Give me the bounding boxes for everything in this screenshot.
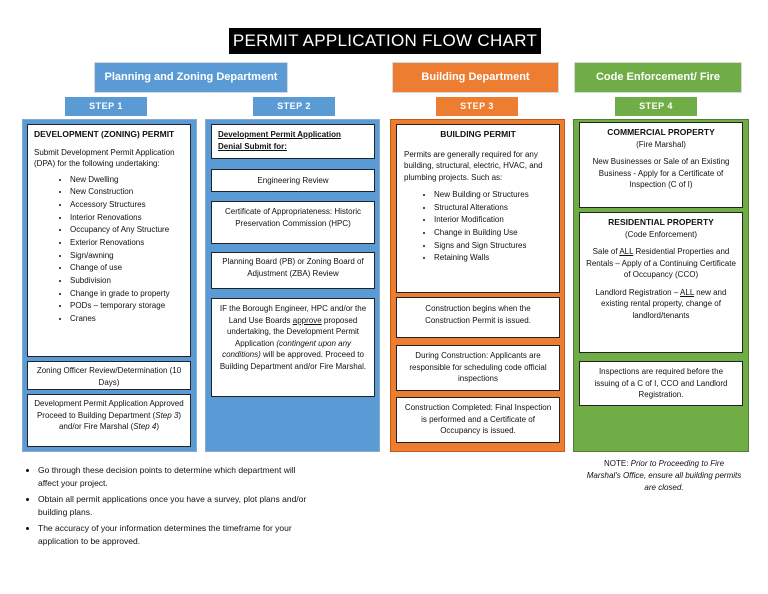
footer-bullet: The accuracy of your information determi… <box>38 522 308 548</box>
approve-word: approve <box>292 315 322 325</box>
list-item: Accessory Structures <box>70 199 184 211</box>
note-label: NOTE: <box>603 459 629 468</box>
list-item: Retaining Walls <box>434 252 552 264</box>
residential-property-box: RESIDENTIAL PROPERTY (Code Enforcement) … <box>579 212 743 353</box>
approved-text-3: ) <box>156 422 160 431</box>
list-item: Change in Building Use <box>434 227 552 239</box>
approved-text-2: ) and/or Fire Marshal ( <box>58 410 182 432</box>
list-item: Occupancy of Any Structure <box>70 224 184 236</box>
footer-notes: Go through these decision points to dete… <box>18 464 308 551</box>
denial-heading-line1: Development Permit Application <box>218 130 341 139</box>
approved-text-1: Development Permit Application Approved … <box>34 399 184 420</box>
list-item: Cranes <box>70 313 184 325</box>
approval-text-2: proposed undertaking, the Development Pe… <box>226 315 360 348</box>
list-item: Change in grade to property <box>70 288 184 300</box>
building-list: New Building or Structures Structural Al… <box>404 189 552 264</box>
list-item: Change of use <box>70 262 184 274</box>
denial-heading-line2: Denial Submit for: <box>218 141 287 151</box>
development-permit-intro: Submit Development Permit Application (D… <box>34 147 175 169</box>
approval-box: IF the Borough Engineer, HPC and/or the … <box>211 298 375 397</box>
list-item: New Construction <box>70 186 184 198</box>
planning-board-box: Planning Board (PB) or Zoning Board of A… <box>211 252 375 289</box>
res-sale-text-1: Sale of <box>592 247 620 256</box>
inspections-box: Inspections are required before the issu… <box>579 361 743 406</box>
landlord-text-2: new and existing rental property, change… <box>601 287 727 320</box>
undertaking-list: New Dwelling New Construction Accessory … <box>34 174 184 325</box>
fire-marshal-note: NOTE: Prior to Proceeding to Fire Marsha… <box>586 458 742 494</box>
dept-planning-zoning: Planning and Zoning Department <box>94 62 288 93</box>
all-word: ALL <box>680 287 694 297</box>
step-4-label: STEP 4 <box>615 97 697 116</box>
approval-contingent: (contingent upon any conditions) <box>222 338 352 360</box>
step-2-label: STEP 2 <box>253 97 335 116</box>
commercial-property-box: COMMERCIAL PROPERTY (Fire Marshal) New B… <box>579 122 743 208</box>
commercial-text: New Businesses or Sale of an Existing Bu… <box>592 157 730 189</box>
footer-bullet: Go through these decision points to dete… <box>38 464 308 490</box>
step-1-label: STEP 1 <box>65 97 147 116</box>
development-permit-heading: DEVELOPMENT (ZONING) PERMIT <box>34 129 175 139</box>
footer-bullet: Obtain all permit applications once you … <box>38 493 308 519</box>
engineering-review-box: Engineering Review <box>211 169 375 192</box>
list-item: Exterior Renovations <box>70 237 184 249</box>
step-3-label: STEP 3 <box>436 97 518 116</box>
step-3-ref: Step 3 <box>155 410 179 420</box>
approved-proceed-box: Development Permit Application Approved … <box>27 394 191 447</box>
res-sale-text-2: Residential Properties and Rentals – App… <box>586 247 736 279</box>
list-item: Interior Renovations <box>70 212 184 224</box>
step-4-ref: Step 4 <box>133 422 157 431</box>
building-permit-box: BUILDING PERMIT Permits are generally re… <box>396 124 560 293</box>
denial-submit-box: Development Permit Application Denial Su… <box>211 124 375 159</box>
all-word: ALL <box>619 247 634 256</box>
chart-title: PERMIT APPLICATION FLOW CHART <box>229 28 541 54</box>
zoning-officer-box: Zoning Officer Review/Determination (10 … <box>27 361 191 390</box>
dept-building: Building Department <box>392 62 559 93</box>
building-permit-heading: BUILDING PERMIT <box>440 129 516 139</box>
hpc-box: Certificate of Appropriateness: Historic… <box>211 201 375 244</box>
construction-completed-box: Construction Completed: Final Inspection… <box>396 397 560 443</box>
development-permit-box: DEVELOPMENT (ZONING) PERMIT Submit Devel… <box>27 124 191 357</box>
building-permit-intro: Permits are generally required for any b… <box>404 149 543 182</box>
landlord-registration-text: Landlord Registration – ALL new and exis… <box>586 287 736 322</box>
commercial-heading: COMMERCIAL PROPERTY <box>607 127 715 137</box>
residential-heading: RESIDENTIAL PROPERTY <box>608 217 714 227</box>
list-item: Structural Alterations <box>434 202 552 214</box>
list-item: New Building or Structures <box>434 189 552 201</box>
list-item: New Dwelling <box>70 174 184 186</box>
residential-sale-text: Sale of ALL Residential Properties and R… <box>586 246 736 281</box>
list-item: PODs – temporary storage <box>70 300 184 312</box>
commercial-subheading: (Fire Marshal) <box>636 139 686 149</box>
list-item: Subdivision <box>70 275 184 287</box>
landlord-text-1: Landlord Registration – <box>595 287 681 297</box>
dept-code-enforcement: Code Enforcement/ Fire Marshal <box>574 62 742 112</box>
list-item: Interior Modification <box>434 214 552 226</box>
residential-subheading: (Code Enforcement) <box>624 229 698 239</box>
during-construction-box: During Construction: Applicants are resp… <box>396 345 560 391</box>
list-item: Signs and Sign Structures <box>434 240 552 252</box>
approval-text-3: will be approved. Proceed to Building De… <box>219 350 367 371</box>
list-item: Sign/awning <box>70 250 184 262</box>
note-text: Prior to Proceeding to Fire Marshal's Of… <box>586 459 742 492</box>
approval-text-1: IF the Borough Engineer, HPC and/or the … <box>219 304 367 325</box>
construction-begins-box: Construction begins when the Constructio… <box>396 297 560 338</box>
